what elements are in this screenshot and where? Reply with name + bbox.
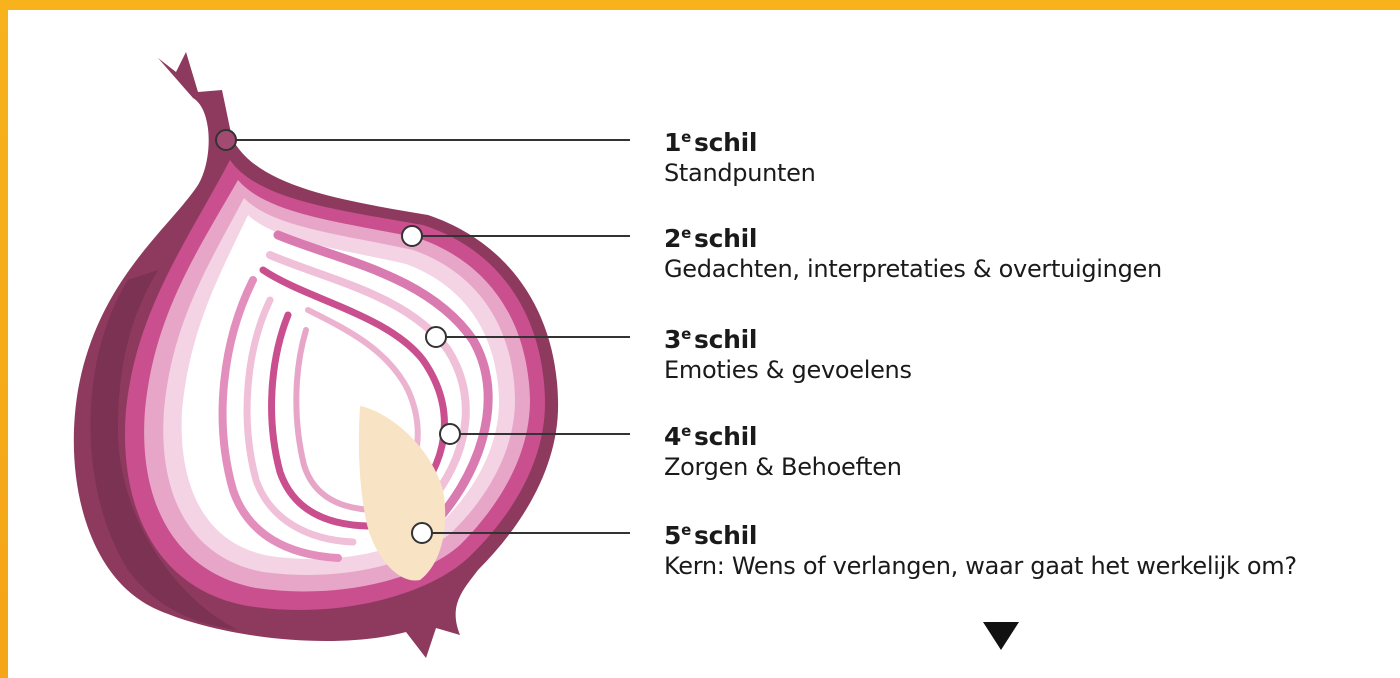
layer-description-3: Emoties & gevoelens — [664, 355, 912, 385]
marker-1 — [216, 130, 236, 150]
down-arrow-icon — [983, 622, 1019, 650]
marker-2 — [402, 226, 422, 246]
marker-5 — [412, 523, 432, 543]
layer-description-4: Zorgen & Behoeften — [664, 452, 902, 482]
layer-description-2: Gedachten, interpretaties & overtuiginge… — [664, 254, 1162, 284]
layer-description-5: Kern: Wens of verlangen, waar gaat het w… — [664, 551, 1297, 581]
marker-3 — [426, 327, 446, 347]
layer-description-1: Standpunten — [664, 158, 816, 188]
marker-4 — [440, 424, 460, 444]
